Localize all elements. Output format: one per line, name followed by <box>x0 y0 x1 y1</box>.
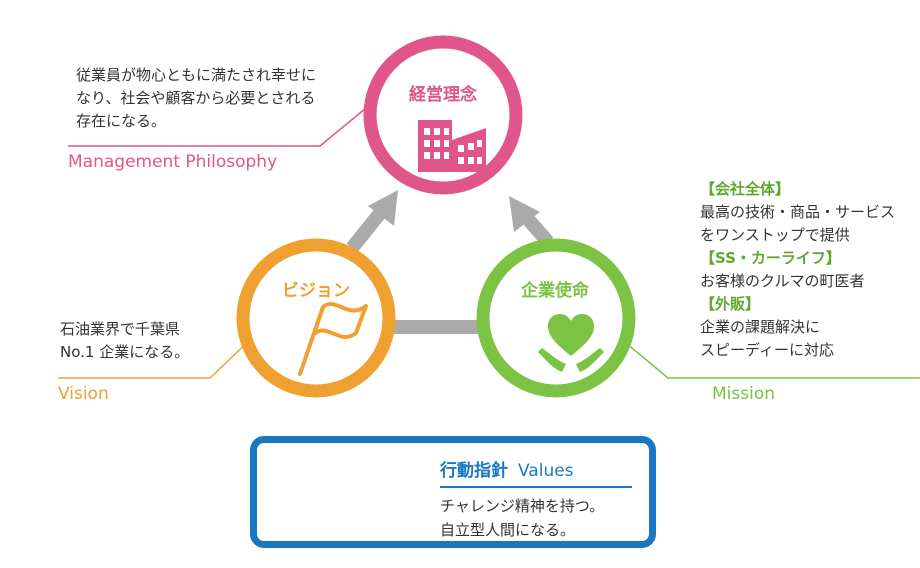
mission-line: 最高の技術・商品・サービス <box>700 203 896 221</box>
management-leader-line <box>68 107 367 147</box>
vision-description-line2: No.1 企業になる。 <box>60 343 190 361</box>
management-label-en: Management Philosophy <box>68 152 278 172</box>
values-title-en: Values <box>518 461 574 481</box>
mission-leader-line <box>619 337 920 379</box>
vision-description: 石油業界で千葉県 No.1 企業になる。 <box>60 318 189 364</box>
values-description: チャレンジ精神を持つ。 自立型人間になる。 <box>440 494 604 542</box>
mission-line: お客様のクルマの町医者 <box>700 272 865 290</box>
mission-label-en: Mission <box>712 384 776 404</box>
management-description: 従業員が物心ともに満たされ幸せになり、社会や顧客から必要とされる存在になる。 <box>76 66 317 130</box>
values-line1: チャレンジ精神を持つ。 <box>440 497 605 515</box>
mission-description: 【会社全体】 最高の技術・商品・サービス をワンストップで提供 【SS・カーライ… <box>700 178 920 362</box>
vision-title: ビジョン <box>282 281 350 301</box>
values-box <box>250 436 656 548</box>
mission-line: をワンストップで提供 <box>700 226 850 244</box>
flag-icon <box>298 302 368 376</box>
vision-description-line1: 石油業界で千葉県 <box>60 320 181 338</box>
vision-label-en: Vision <box>58 384 109 404</box>
heart-hands-icon <box>538 314 604 372</box>
vision-to-management-arrow <box>346 190 398 253</box>
values-title-ja: 行動指針 <box>440 461 508 481</box>
mission-heading-company: 【会社全体】 <box>700 180 791 198</box>
values-title: 行動指針 Values <box>440 456 574 481</box>
vision-leader-line <box>58 337 253 379</box>
management-title: 経営理念 <box>409 85 477 105</box>
vision-circle <box>236 238 396 398</box>
mission-line: スピーディーに対応 <box>700 341 834 359</box>
mission-line: 企業の課題解決に <box>700 318 821 336</box>
values-divider <box>440 486 632 488</box>
mission-title: 企業使命 <box>521 281 589 301</box>
building-icon <box>418 120 486 172</box>
mission-to-management-arrow <box>509 196 554 247</box>
mission-heading-ss: 【SS・カーライフ】 <box>700 249 841 267</box>
mission-heading-sales: 【外販】 <box>700 295 761 313</box>
values-line2: 自立型人間になる。 <box>440 521 576 539</box>
